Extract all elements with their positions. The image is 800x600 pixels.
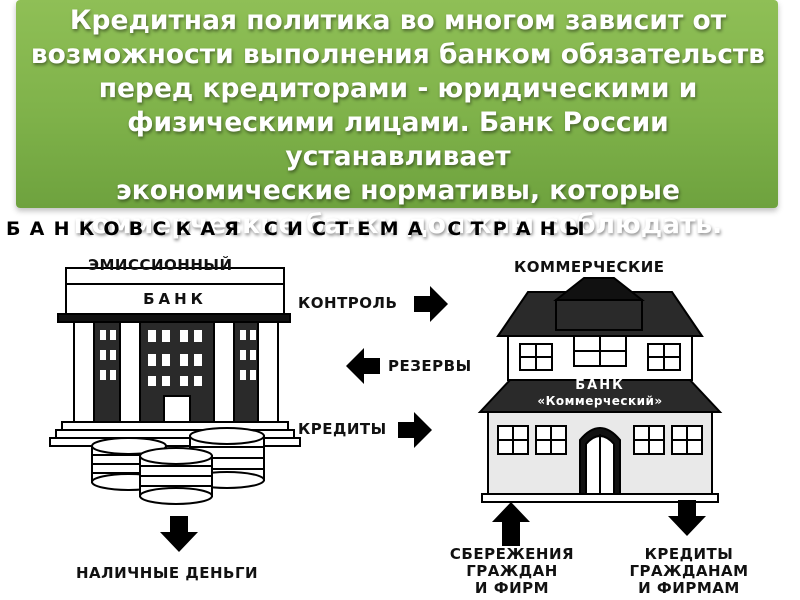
arrow-reserves bbox=[346, 348, 380, 384]
loans-line-3: И ФИРМАМ bbox=[638, 579, 740, 597]
arrow-label-control: КОНТРОЛЬ bbox=[298, 294, 398, 312]
arrow-label-credits: КРЕДИТЫ bbox=[298, 420, 387, 438]
loans-line-1: КРЕДИТЫ bbox=[644, 545, 734, 563]
diagram-heading: БАНКОВСКАЯ СИСТЕМА СТРАНЫ bbox=[6, 218, 594, 240]
title-banner bbox=[16, 0, 778, 208]
title-line-6: коммерческие банки должны соблюдать. bbox=[73, 209, 723, 240]
coin-stacks bbox=[91, 427, 265, 505]
arrow-label-reserves: РЕЗЕРВЫ bbox=[388, 357, 472, 375]
loans-line-2: ГРАЖДАНАМ bbox=[629, 562, 749, 580]
title-line-1: Кредитная политика во многом зависит от bbox=[69, 5, 727, 36]
commercial-bank-sign-line1: БАНК bbox=[575, 378, 625, 393]
central-bank-sign: БАНК bbox=[143, 290, 207, 308]
savings-line-1: СБЕРЕЖЕНИЯ bbox=[449, 545, 575, 563]
commercial-bank-label: КОММЕРЧЕСКИЕ bbox=[514, 258, 665, 276]
arrow-control bbox=[414, 286, 448, 322]
arrow-savings-up bbox=[492, 502, 530, 546]
commercial-bank-sign-line2: «Коммерческий» bbox=[537, 394, 663, 408]
loans-label: КРЕДИТЫ ГРАЖДАНАМ И ФИРМАМ bbox=[606, 546, 772, 597]
central-bank-building bbox=[49, 267, 301, 447]
arrow-credits bbox=[398, 412, 432, 448]
savings-line-2: ГРАЖДАН bbox=[466, 562, 558, 580]
cash-label: НАЛИЧНЫЕ ДЕНЬГИ bbox=[76, 564, 259, 582]
arrow-loans-down bbox=[668, 500, 706, 536]
title-line-5: экономические нормативы, которые bbox=[116, 175, 680, 206]
arrow-cash-down bbox=[160, 516, 198, 552]
central-bank-label: ЭМИССИОННЫЙ bbox=[88, 256, 233, 274]
title-line-4: физическими лицами. Банк России устанавл… bbox=[127, 107, 669, 172]
commercial-bank-building bbox=[477, 277, 723, 503]
savings-label: СБЕРЕЖЕНИЯ ГРАЖДАН И ФИРМ bbox=[432, 546, 592, 597]
title-line-2: возможности выполнения банком обязательс… bbox=[30, 39, 766, 70]
title-text: Кредитная политика во многом зависит от … bbox=[24, 4, 772, 242]
title-line-3: перед кредиторами - юридическими и bbox=[98, 73, 698, 104]
savings-line-3: И ФИРМ bbox=[474, 579, 550, 597]
